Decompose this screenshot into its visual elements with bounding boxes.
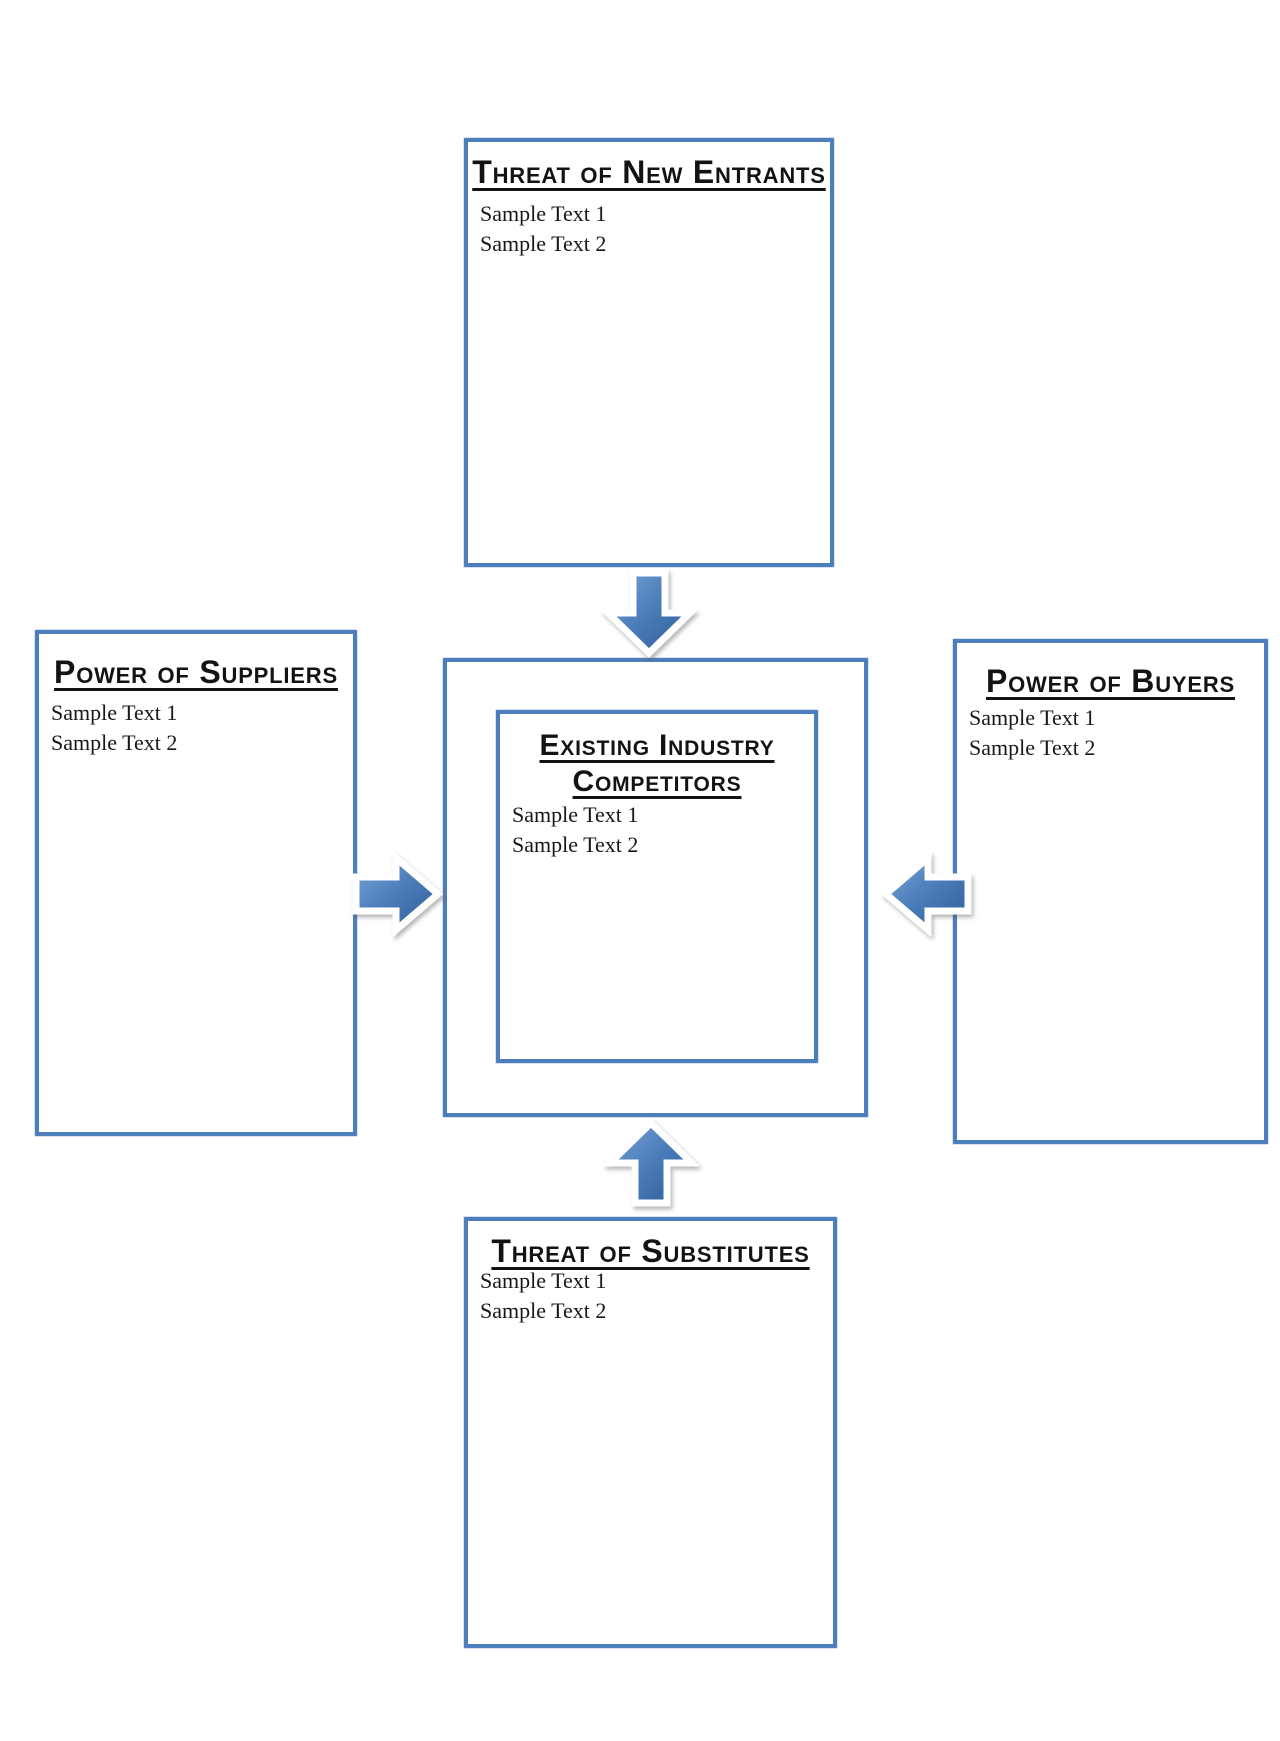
box-title-text-line2: Competitors (572, 765, 742, 798)
sample-text-line: Sample Text 2 (512, 832, 639, 857)
sample-text-line: Sample Text 1 (512, 802, 639, 827)
box-title-text: Power of Suppliers (54, 654, 338, 690)
box-threat-of-new-entrants: Threat of New Entrants Sample Text 1 Sam… (464, 138, 834, 567)
sample-text-line: Sample Text 2 (51, 730, 178, 755)
sample-text-line: Sample Text 2 (969, 735, 1096, 760)
box-title-text: Power of Buyers (985, 663, 1236, 699)
box-title-text-line1: Existing Industry (539, 729, 775, 762)
box-threat-of-new-entrants-title: Threat of New Entrants (468, 152, 830, 192)
box-power-of-buyers: Power of Buyers Sample Text 1 Sample Tex… (953, 639, 1268, 1144)
sample-text-line: Sample Text 1 (51, 700, 178, 725)
box-power-of-suppliers-body: Sample Text 1 Sample Text 2 (39, 698, 353, 758)
sample-text-line: Sample Text 1 (480, 201, 607, 226)
sample-text-line: Sample Text 2 (480, 1298, 607, 1323)
right-arrow-icon (352, 851, 444, 937)
left-arrow-icon (880, 851, 972, 937)
box-title-text: Threat of New Entrants (472, 154, 826, 190)
box-existing-industry-competitors-title: Existing Industry Competitors (500, 728, 814, 800)
box-threat-of-substitutes: Threat of Substitutes Sample Text 1 Samp… (464, 1217, 837, 1648)
box-power-of-buyers-body: Sample Text 1 Sample Text 2 (957, 703, 1264, 763)
box-power-of-buyers-title: Power of Buyers (957, 661, 1264, 701)
box-power-of-suppliers-title: Power of Suppliers (39, 652, 353, 692)
box-threat-of-new-entrants-body: Sample Text 1 Sample Text 2 (468, 199, 830, 259)
sample-text-line: Sample Text 1 (969, 705, 1096, 730)
down-arrow-icon (601, 569, 697, 658)
box-existing-industry-competitors-body: Sample Text 1 Sample Text 2 (500, 800, 814, 860)
up-arrow-icon (603, 1118, 699, 1207)
sample-text-line: Sample Text 2 (480, 231, 607, 256)
box-title-text: Threat of Substitutes (491, 1233, 810, 1269)
box-threat-of-substitutes-title: Threat of Substitutes (468, 1233, 833, 1269)
box-existing-industry-competitors: Existing Industry Competitors Sample Tex… (496, 710, 818, 1063)
box-power-of-suppliers: Power of Suppliers Sample Text 1 Sample … (35, 630, 357, 1136)
box-threat-of-substitutes-body: Sample Text 1 Sample Text 2 (468, 1266, 833, 1326)
sample-text-line: Sample Text 1 (480, 1268, 607, 1293)
